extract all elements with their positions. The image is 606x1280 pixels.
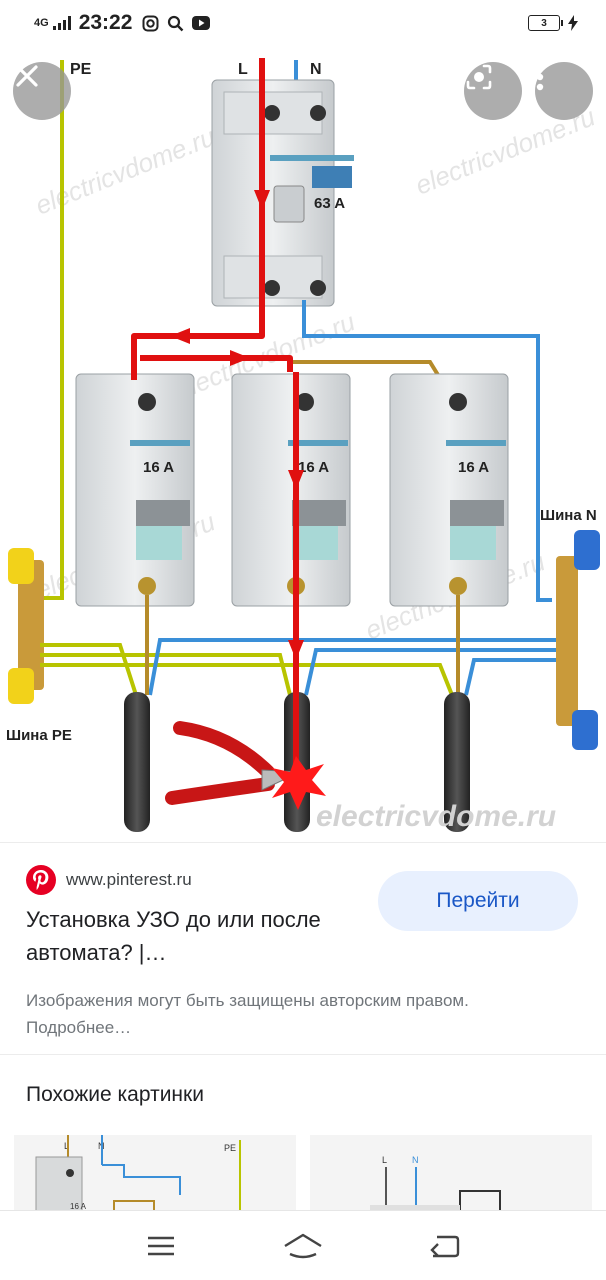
breaker-3: 16 A [389,373,509,607]
wiring-diagram: electricvdome.ru electricvdome.ru electr… [6,58,600,833]
thumb2-label-l: L [382,1155,387,1165]
similar-images-title: Похожие картинки [26,1083,204,1106]
thumb1-label-pe: PE [224,1143,236,1153]
bus-n [556,530,600,750]
spark-icon [272,756,326,810]
result-card: www.pinterest.ru Установка УЗО до или по… [0,842,606,1054]
close-button[interactable] [13,62,71,120]
similar-thumb-2[interactable]: L N [310,1135,592,1215]
recents-button[interactable] [131,1221,191,1271]
breaker-2: 16 A [231,373,351,607]
back-button[interactable] [415,1221,475,1271]
status-bar: 4G 23:22 3 [0,0,606,46]
back-icon [430,1235,460,1257]
visit-button[interactable]: Перейти [378,871,578,931]
thumb1-label-l: L [64,1141,69,1151]
copyright-disclaimer[interactable]: Изображения могут быть защищены авторски… [26,991,469,1037]
breaker-1-rating: 16 A [143,459,174,476]
bus-n-label: Шина N [540,507,597,524]
label-l: L [238,61,248,78]
breaker-1: 16 A [75,373,195,607]
source-url[interactable]: www.pinterest.ru [66,870,192,889]
breaker-3-rating: 16 A [458,459,489,476]
instagram-icon [142,15,159,31]
youtube-icon [192,16,211,30]
home-button[interactable] [273,1221,333,1271]
home-icon [284,1233,322,1258]
battery-icon: 3 [528,15,563,31]
search-icon [168,15,184,31]
menu-icon [148,1236,174,1255]
source-row[interactable]: www.pinterest.ru [26,865,192,895]
image-viewer[interactable]: electricvdome.ru electricvdome.ru electr… [0,0,606,842]
thumb2-label-n: N [412,1155,419,1165]
navigation-bar [0,1210,606,1280]
charging-icon [568,15,578,31]
watermark-1: electricvdome.ru [31,121,219,220]
thumb-2-image: L N [310,1135,592,1215]
pinterest-icon [26,865,56,895]
label-n: N [310,61,322,78]
lens-button[interactable] [464,62,522,120]
divider [0,1054,606,1055]
thumb-1-image: L N PE 16 A [14,1135,296,1215]
more-options-button[interactable] [535,62,593,120]
bus-pe [8,548,44,704]
main-rating: 63 A [314,195,345,212]
watermark-bottom: electricvdome.ru [316,800,556,833]
bus-pe-label: Шина PE [6,727,72,744]
thumb1-rating: 16 A [70,1202,87,1211]
more-vert-icon [536,63,544,91]
breaker-2-rating: 16 A [298,459,329,476]
lens-icon [466,64,492,90]
similar-thumb-1[interactable]: L N PE 16 A [14,1135,296,1215]
close-icon [16,65,38,87]
signal-icon [52,16,71,30]
clock: 23:22 [78,11,133,34]
result-title[interactable]: Установка УЗО до или после автомата? |… [26,907,321,965]
network-type: 4G [34,17,49,29]
label-pe: PE [70,61,92,78]
